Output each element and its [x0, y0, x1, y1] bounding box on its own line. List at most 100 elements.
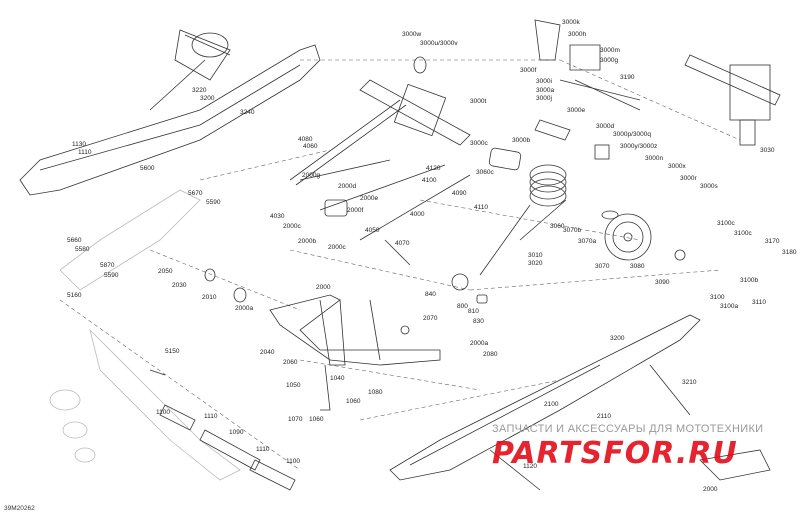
part-callout: 3190: [620, 74, 635, 81]
part-callout: 2070: [423, 315, 438, 322]
part-callout: 4100: [422, 177, 437, 184]
part-callout: 1110: [204, 413, 218, 420]
part-callout: 1120: [523, 463, 537, 470]
part-callout: 2000c: [328, 244, 346, 251]
part-callout: 3200: [610, 335, 625, 342]
part-callout: 2000: [703, 486, 718, 493]
part-callout: 3220: [192, 87, 207, 94]
part-callout: 5580: [75, 246, 90, 253]
part-callout: 3000p/3000q: [613, 131, 651, 138]
part-callout: 3030: [760, 147, 775, 154]
part-callout: 3000g: [600, 57, 618, 64]
part-callout: 3000t: [470, 98, 486, 105]
callout-labels: 3000w 3000u/3000v 3000t 3000k 3000h 3000m 3000…: [67, 19, 797, 493]
part-callout: 3000a: [536, 87, 554, 94]
part-callout: 810: [468, 308, 479, 315]
part-callout: 3000x: [668, 163, 686, 170]
torsion-spring: [479, 164, 567, 276]
part-callout: 2000: [316, 284, 331, 291]
part-callout: 3000e: [567, 107, 585, 114]
part-callout: 3010: [528, 252, 543, 259]
rail-left-lower: [49, 189, 241, 481]
part-callout: 3000r: [680, 175, 697, 182]
rear-scissor-frame: [269, 294, 441, 411]
part-callout: 3090: [655, 279, 670, 286]
part-callout: 3000y/3000z: [620, 143, 657, 150]
rear-arm-links: [299, 159, 488, 304]
part-callout: 3100: [710, 294, 725, 301]
watermark-tagline: ЗАПЧАСТИ И АКСЕССУАРЫ ДЛЯ МОТОТЕХНИКИ: [492, 423, 764, 435]
part-callout: 3000k: [562, 19, 580, 26]
part-callout: 4030: [270, 213, 285, 220]
idler-shaft: [684, 54, 781, 146]
part-callout: 3170: [765, 238, 780, 245]
part-callout: 5660: [67, 237, 82, 244]
part-callout: 1110: [78, 149, 92, 156]
part-callout: 2050: [158, 268, 173, 275]
part-callout: 2000b: [298, 238, 316, 245]
part-callout: 2010: [202, 294, 217, 301]
part-callout: 3000f: [520, 67, 536, 74]
part-callout: 4080: [298, 136, 313, 143]
part-callout: 3240: [240, 109, 255, 116]
spacer-tubes: [488, 119, 610, 171]
part-callout: 3000s: [700, 183, 718, 190]
part-callout: 1130: [72, 141, 86, 148]
bushings: [149, 268, 296, 491]
part-callout: 3070b: [563, 227, 581, 234]
part-callout: 1080: [368, 389, 383, 396]
assembly-lines: [59, 59, 741, 471]
part-callout: 4090: [452, 190, 467, 197]
part-callout: 5670: [188, 190, 203, 197]
part-callout: 2100: [544, 401, 559, 408]
part-callout: 840: [425, 291, 436, 298]
part-callout: 2030: [172, 282, 187, 289]
part-callout: 3100b: [740, 277, 758, 284]
part-callout: 3060c: [476, 169, 494, 176]
part-callout: 1100: [286, 458, 300, 465]
part-callout: 3000m: [600, 47, 620, 54]
part-callout: 3180: [782, 249, 797, 256]
part-callout: 1100: [156, 409, 170, 416]
part-callout: 3080: [630, 263, 645, 270]
part-callout: 2000c: [283, 223, 301, 230]
part-callout: 2000a: [470, 340, 488, 347]
part-callout: 3070: [595, 263, 610, 270]
diagram-code: 39M20262: [4, 505, 35, 512]
part-callout: 1070: [288, 416, 303, 423]
part-callout: 5150: [165, 348, 180, 355]
part-callout: 4060: [303, 143, 318, 150]
part-callout: 3000w: [402, 31, 421, 38]
rail-left-upper: [19, 29, 321, 196]
part-callout: 5870: [100, 262, 115, 269]
part-callout: 5590: [104, 272, 119, 279]
part-callout: 2110: [597, 413, 611, 420]
part-callout: 1060: [346, 398, 361, 405]
part-callout: 3100a: [720, 303, 738, 310]
part-callout: 3200: [200, 95, 215, 102]
part-callout: 1050: [286, 382, 301, 389]
part-callout: 3070a: [578, 238, 596, 245]
part-callout: 3000u/3000v: [420, 40, 458, 47]
part-callout: 2000d: [338, 183, 356, 190]
part-callout: 3000c: [470, 140, 488, 147]
part-callout: 2000g: [302, 172, 320, 179]
idler-wheel: [601, 210, 686, 261]
part-callout: 1110: [256, 446, 270, 453]
part-callout: 4120: [426, 165, 441, 172]
part-callout: 1090: [229, 429, 244, 436]
part-callout: 3210: [682, 379, 697, 386]
part-callout: 3100c: [734, 230, 752, 237]
part-callout: 4110: [474, 204, 488, 211]
part-callout: 830: [473, 318, 484, 325]
shock-bracket: [534, 19, 641, 111]
part-callout: 3000d: [596, 123, 614, 130]
part-callout: 3100c: [717, 220, 735, 227]
part-callout: 4000: [410, 211, 425, 218]
part-callout: 5600: [140, 165, 155, 172]
part-callout: 3000i: [536, 78, 552, 85]
part-callout: 2080: [483, 351, 498, 358]
part-callout: 3000h: [568, 31, 586, 38]
part-callout: 2000f: [347, 207, 363, 214]
